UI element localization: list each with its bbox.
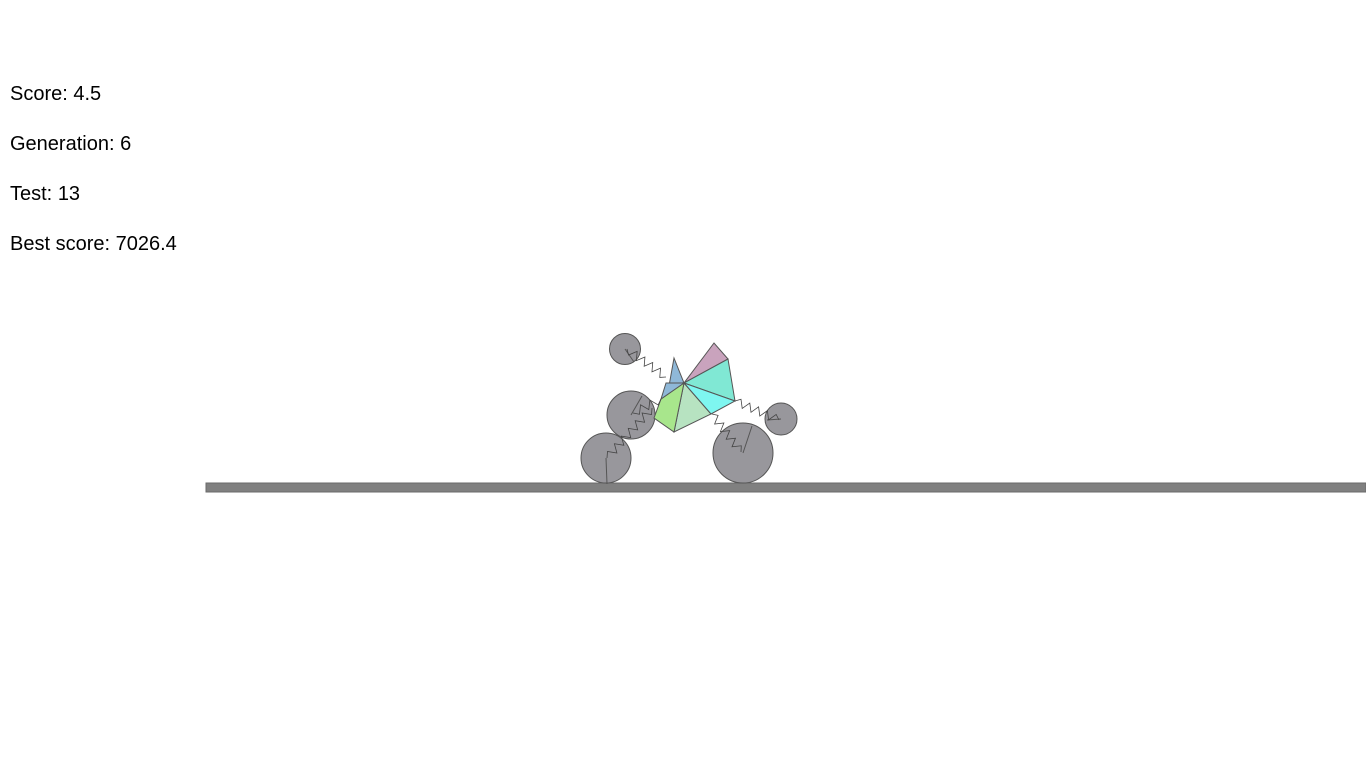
wheel-right-small (764, 402, 798, 436)
best-score-readout: Best score: 7026.4 (10, 234, 177, 254)
test-readout: Test: 13 (10, 184, 80, 204)
wheel-bottom-right (712, 422, 774, 484)
score-readout: Score: 4.5 (10, 84, 101, 104)
vehicle-springs (606, 348, 780, 459)
spring-right (734, 398, 780, 421)
wheel-middle-left (606, 390, 656, 440)
body-segment-blue-lower (660, 382, 686, 401)
spring-middle-left (632, 398, 662, 415)
generation-value: 6 (120, 133, 132, 155)
test-label: Test: (10, 183, 53, 205)
wheel-top-left (609, 333, 641, 365)
body-segment-cyan (682, 381, 737, 415)
generation-readout: Generation: 6 (10, 134, 131, 154)
generation-label: Generation: (10, 133, 115, 155)
spring-bottom-left (606, 407, 653, 459)
spring-top-left (626, 348, 667, 378)
vehicle-wheels (580, 333, 798, 485)
body-segment-blue (668, 356, 685, 387)
score-value: 4.5 (73, 83, 102, 105)
test-value: 13 (57, 183, 81, 205)
best-score-value: 7026.4 (115, 233, 177, 255)
best-score-label: Best score: (10, 233, 111, 255)
wheel-bottom-left (580, 432, 632, 485)
vehicle-body (653, 342, 737, 433)
spring-bottom-right (711, 413, 742, 453)
score-label: Score: (10, 83, 68, 105)
ground-platform (205, 482, 1366, 493)
